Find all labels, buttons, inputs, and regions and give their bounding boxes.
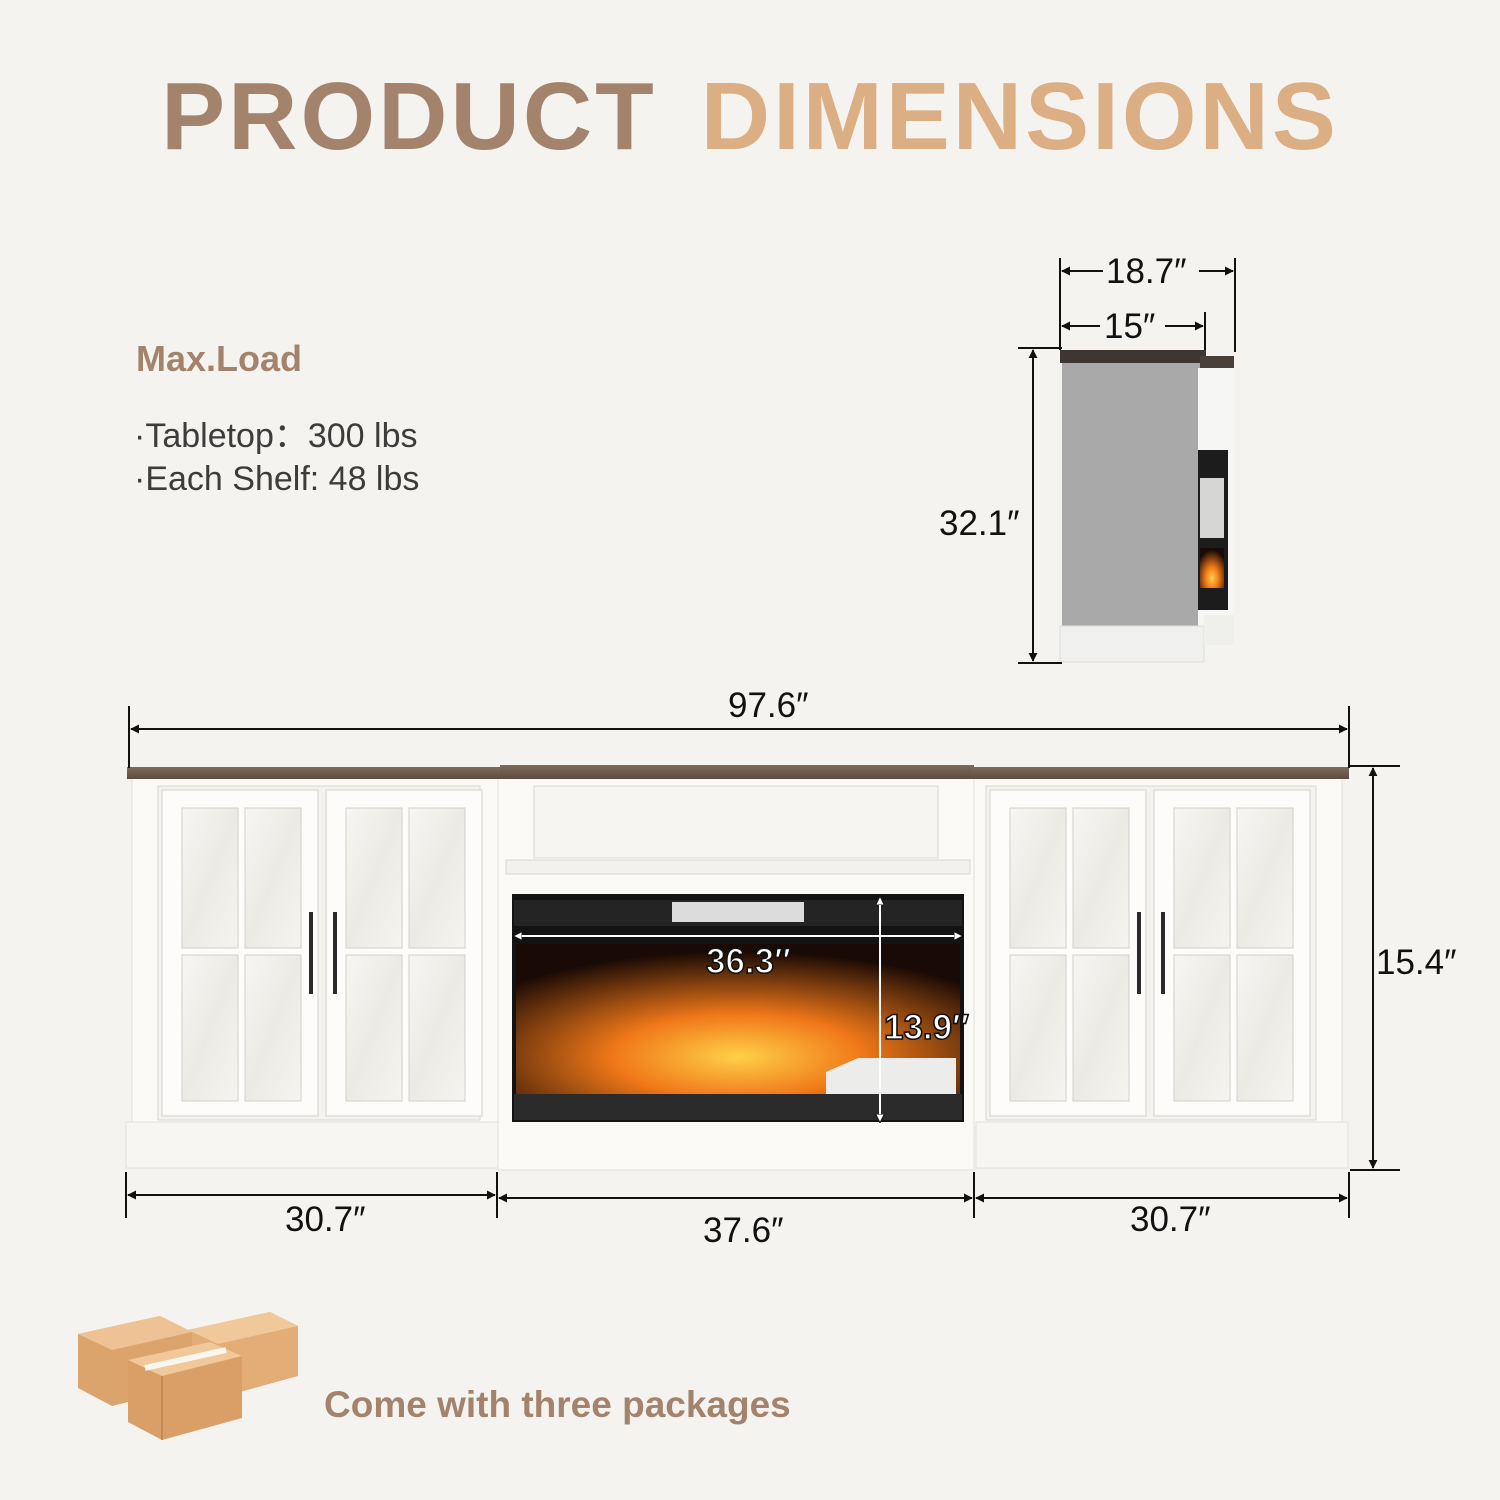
title-word-product: PRODUCT bbox=[161, 63, 657, 170]
front-view bbox=[125, 765, 1349, 1171]
fireplace-width-label: 36.3″ bbox=[705, 942, 791, 981]
overall-width-label: 97.6″ bbox=[728, 686, 809, 725]
center-width-label: 37.6″ bbox=[703, 1211, 784, 1250]
packages-label: Come with three packages bbox=[324, 1384, 791, 1425]
fireplace-height-label: 13.9″ bbox=[883, 1008, 969, 1047]
unit-height-label: 15.4″ bbox=[1376, 943, 1457, 982]
side-view bbox=[1059, 350, 1234, 663]
max-load-heading: Max.Load bbox=[136, 338, 303, 379]
side-depth-total-label: 18.7″ bbox=[1106, 252, 1187, 291]
right-cabinet-width-label: 30.7″ bbox=[1130, 1200, 1211, 1239]
package-boxes-icon bbox=[78, 1312, 298, 1440]
title-word-dimensions: DIMENSIONS bbox=[700, 63, 1339, 170]
page-title: PRODUCT DIMENSIONS bbox=[0, 62, 1500, 172]
left-cabinet-width-label: 30.7″ bbox=[285, 1200, 366, 1239]
side-depth-body-label: 15″ bbox=[1104, 307, 1156, 346]
tabletop-load: ·Tabletop：300 lbs bbox=[134, 417, 418, 455]
side-height-label: 32.1″ bbox=[939, 504, 1020, 543]
shelf-load: ·Each Shelf: 48 lbs bbox=[134, 460, 420, 498]
